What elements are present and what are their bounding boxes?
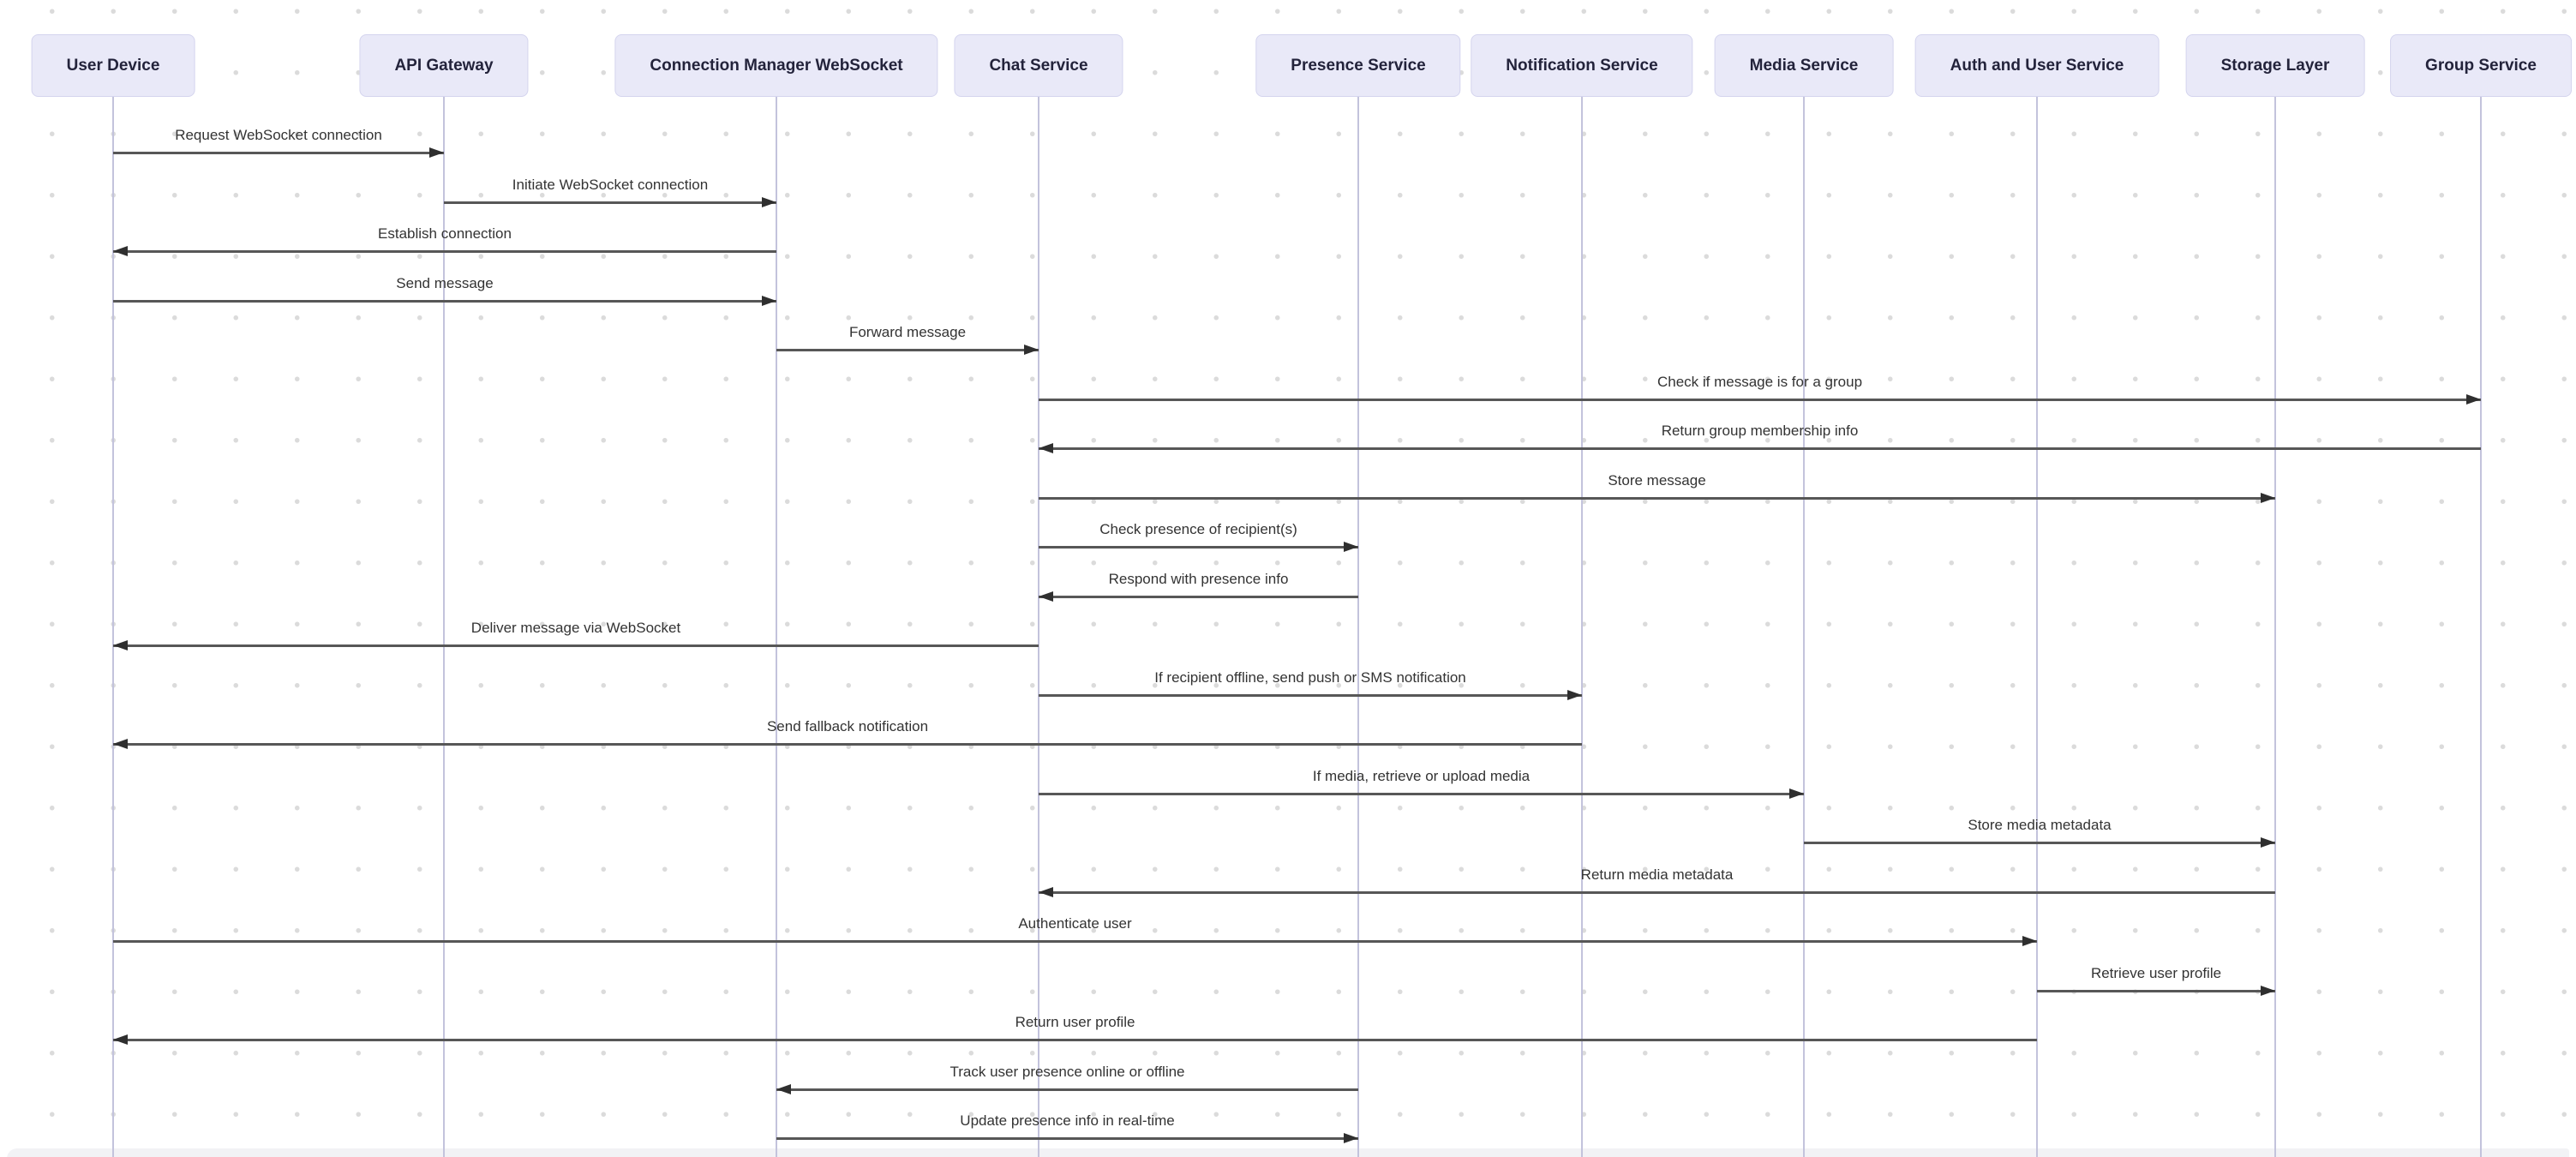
arrowhead-icon: [762, 296, 776, 306]
arrowhead-icon: [1789, 788, 1804, 799]
lifeline-chat-service: [1038, 96, 1039, 1157]
message-arrow-17: [113, 940, 2037, 943]
arrowhead-icon: [2261, 837, 2275, 848]
lifeline-api-gateway: [443, 96, 445, 1157]
arrowhead-icon: [2022, 936, 2037, 946]
message-label-18: Retrieve user profile: [2090, 965, 2222, 981]
message-label-14: If media, retrieve or upload media: [1312, 768, 1531, 784]
message-label-6: Check if message is for a group: [1656, 374, 1863, 390]
arrowhead-icon: [113, 1034, 128, 1045]
message-label-16: Return media metadata: [1580, 866, 1734, 883]
message-arrow-10: [1039, 596, 1358, 598]
message-arrow-7: [1039, 447, 2481, 450]
arrowhead-icon: [1039, 443, 1053, 453]
arrowhead-icon: [1024, 345, 1039, 355]
message-label-1: Request WebSocket connection: [175, 127, 382, 143]
lifeline-notification-service: [1581, 96, 1583, 1157]
message-arrow-15: [1804, 842, 2275, 844]
participant-group-service: Group Service: [2390, 34, 2572, 97]
message-arrow-18: [2037, 990, 2275, 992]
message-arrow-4: [113, 300, 776, 303]
message-arrow-13: [113, 743, 1582, 746]
participant-storage-layer: Storage Layer: [2185, 34, 2365, 97]
participant-user-device: User Device: [31, 34, 195, 97]
arrowhead-icon: [429, 147, 444, 158]
message-arrow-8: [1039, 497, 2275, 500]
arrowhead-icon: [1567, 690, 1582, 700]
message-label-5: Forward message: [848, 324, 967, 340]
message-arrow-6: [1039, 399, 2481, 401]
message-arrow-11: [113, 644, 1039, 647]
bottom-edge-artifact: [7, 1148, 2569, 1157]
participant-auth-and-user-service: Auth and User Service: [1914, 34, 2160, 97]
message-label-2: Initiate WebSocket connection: [512, 177, 709, 193]
message-arrow-12: [1039, 694, 1582, 697]
arrowhead-icon: [1344, 542, 1358, 552]
arrowhead-icon: [1039, 887, 1053, 897]
message-label-21: Update presence info in real-time: [960, 1112, 1175, 1129]
message-label-4: Send message: [396, 275, 494, 291]
message-label-12: If recipient offline, send push or SMS n…: [1154, 669, 1466, 686]
arrowhead-icon: [2261, 986, 2275, 996]
lifeline-storage-layer: [2274, 96, 2276, 1157]
participant-chat-service: Chat Service: [954, 34, 1123, 97]
participant-media-service: Media Service: [1714, 34, 1894, 97]
message-label-7: Return group membership info: [1661, 423, 1859, 439]
message-label-8: Store message: [1608, 472, 1706, 489]
participant-presence-service: Presence Service: [1255, 34, 1461, 97]
arrowhead-icon: [2466, 394, 2481, 405]
lifeline-user-device: [112, 96, 114, 1157]
message-arrow-2: [444, 201, 776, 204]
arrowhead-icon: [1039, 591, 1053, 602]
message-label-20: Track user presence online or offline: [950, 1064, 1185, 1080]
message-arrow-9: [1039, 546, 1358, 549]
message-arrow-5: [776, 349, 1039, 351]
lifeline-media-service: [1803, 96, 1805, 1157]
message-arrow-19: [113, 1039, 2037, 1041]
message-arrow-3: [113, 250, 776, 253]
arrowhead-icon: [113, 739, 128, 749]
message-label-10: Respond with presence info: [1108, 571, 1289, 587]
arrowhead-icon: [762, 197, 776, 207]
arrowhead-icon: [113, 246, 128, 256]
lifeline-connection-manager-websocket: [776, 96, 777, 1157]
message-label-19: Return user profile: [1015, 1014, 1135, 1030]
lifeline-group-service: [2480, 96, 2482, 1157]
participant-notification-service: Notification Service: [1471, 34, 1693, 97]
lifeline-auth-and-user-service: [2036, 96, 2038, 1157]
message-arrow-20: [776, 1088, 1358, 1091]
arrowhead-icon: [1344, 1133, 1358, 1143]
message-label-15: Store media metadata: [1968, 817, 2112, 833]
message-label-17: Authenticate user: [1018, 915, 1132, 932]
message-label-3: Establish connection: [378, 225, 512, 242]
arrowhead-icon: [113, 640, 128, 650]
message-arrow-21: [776, 1137, 1358, 1140]
participant-api-gateway: API Gateway: [359, 34, 529, 97]
message-label-9: Check presence of recipient(s): [1099, 521, 1297, 537]
message-arrow-1: [113, 152, 444, 154]
message-label-13: Send fallback notification: [766, 718, 929, 734]
arrowhead-icon: [776, 1084, 791, 1094]
message-label-11: Deliver message via WebSocket: [470, 620, 681, 636]
participant-connection-manager-websocket: Connection Manager WebSocket: [614, 34, 938, 97]
message-arrow-16: [1039, 891, 2275, 894]
message-arrow-14: [1039, 793, 1804, 795]
lifeline-presence-service: [1357, 96, 1359, 1157]
arrowhead-icon: [2261, 493, 2275, 503]
